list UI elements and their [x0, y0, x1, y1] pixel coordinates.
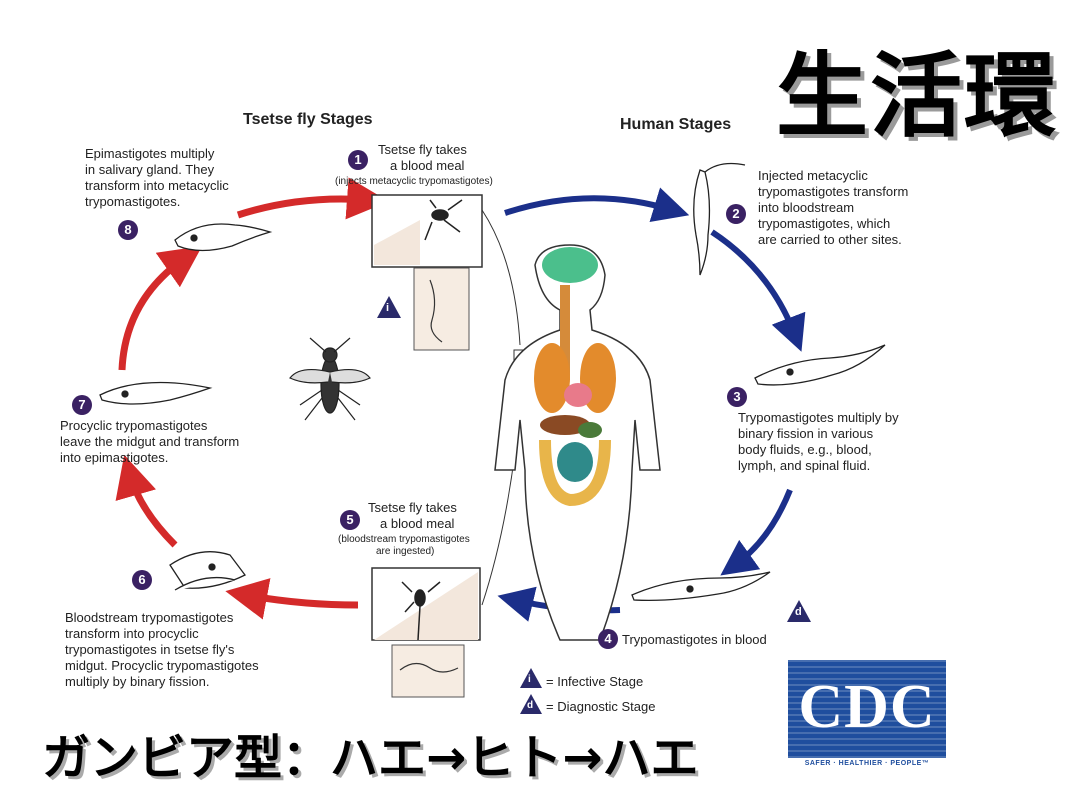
parasite-4	[631, 571, 771, 602]
step-4-text: Trypomastigotes in blood	[622, 632, 767, 647]
arrow-8-to-1	[236, 177, 389, 220]
legend-infective-label: = Infective Stage	[546, 674, 644, 689]
infective-marker-letter: i	[386, 302, 390, 314]
heading-human-stages: Human Stages	[620, 116, 732, 133]
legend-infective-icon	[520, 668, 542, 688]
step-badge-5: 5	[340, 510, 360, 530]
arrow-2-to-3	[710, 229, 806, 352]
diagnostic-marker-letter: d	[795, 606, 802, 618]
tsetse-fly-illustration	[289, 337, 371, 421]
page-subtitle: ガンビア型：ハエ→ヒト→ハエ	[42, 730, 699, 786]
legend-diagnostic-letter: d	[527, 700, 534, 711]
step-badge-6: 6	[132, 570, 152, 590]
parasite-3	[754, 344, 886, 386]
step-1-line2: a blood meal	[390, 158, 465, 173]
parasite-inset-top	[413, 267, 470, 351]
arrow-3-to-4	[720, 488, 793, 576]
step-1-note: (injects metacyclic trypomastigotes)	[335, 176, 493, 187]
legend-infective-letter: i	[528, 674, 531, 685]
legend-diagnostic-label: = Diagnostic Stage	[546, 699, 656, 714]
page-title: 生活環	[775, 43, 1058, 150]
arrow-7-to-8	[118, 245, 203, 371]
step-badge-1: 1	[348, 150, 368, 170]
step-5-line2: a blood meal	[380, 516, 455, 531]
arrow-1-to-2	[504, 187, 690, 222]
step-badge-4: 4	[598, 629, 618, 649]
arrow-6-to-7	[115, 454, 178, 548]
parasite-2	[693, 162, 746, 276]
diagnostic-stage-marker	[787, 600, 811, 622]
legend-diagnostic-icon	[520, 694, 542, 714]
arrow-5-to-6	[225, 578, 359, 620]
fly-bite-box-bottom	[371, 567, 481, 641]
parasite-inset-bottom	[391, 644, 465, 698]
step-badge-2: 2	[726, 204, 746, 224]
step-1-line1: Tsetse fly takes	[378, 142, 467, 157]
step-5-note1: (bloodstream trypomastigotes	[338, 534, 470, 545]
parasite-8	[174, 223, 273, 252]
parasite-7	[99, 381, 213, 405]
heading-tsetse-stages: Tsetse fly Stages	[243, 111, 373, 128]
cdc-logo: CDC SAFER · HEALTHIER · PEOPLE™	[788, 660, 946, 778]
step-badge-8: 8	[118, 220, 138, 240]
step-5-note2: are ingested)	[376, 546, 435, 557]
infective-stage-marker	[377, 296, 401, 318]
human-figure	[494, 244, 661, 641]
step-badge-7: 7	[72, 395, 92, 415]
fly-bite-box-top	[371, 194, 483, 268]
parasite-6	[169, 551, 246, 591]
step-badge-3: 3	[727, 387, 747, 407]
step-5-line1: Tsetse fly takes	[368, 500, 457, 515]
